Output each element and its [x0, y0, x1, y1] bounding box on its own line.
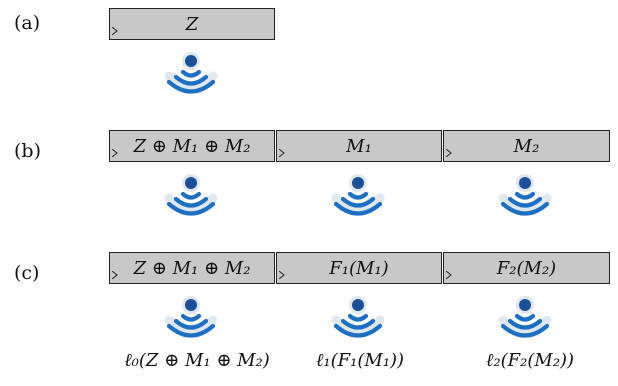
block-z-m1-m2: Z ⊕ M₁ ⊕ M₂: [109, 252, 275, 284]
block-label: M₂: [513, 135, 540, 157]
block-label: Z ⊕ M₁ ⊕ M₂: [133, 257, 251, 279]
block-f1-m1: F₁(M₁): [276, 252, 442, 284]
wireless-broadcast-icon: [163, 50, 219, 100]
block-label: F₁(M₁): [329, 257, 389, 279]
wireless-broadcast-icon: [497, 172, 553, 222]
wireless-broadcast-icon: [330, 294, 386, 344]
marker-icon: [446, 271, 452, 279]
marker-icon: [279, 149, 285, 157]
block-m1: M₁: [276, 130, 442, 162]
row-label-c: (c): [14, 262, 40, 284]
block-f2-m2: F₂(M₂): [443, 252, 610, 284]
marker-icon: [112, 27, 118, 35]
marker-icon: [112, 271, 118, 279]
row-label-a: (a): [14, 12, 41, 34]
caption-l0: ℓ₀(Z ⊕ M₁ ⊕ M₂): [124, 350, 270, 371]
block-m2: M₂: [443, 130, 610, 162]
block-z: Z: [109, 8, 275, 40]
marker-icon: [112, 149, 118, 157]
wireless-broadcast-icon: [330, 172, 386, 222]
wireless-broadcast-icon: [163, 294, 219, 344]
wireless-broadcast-icon: [163, 172, 219, 222]
block-z-m1-m2: Z ⊕ M₁ ⊕ M₂: [109, 130, 275, 162]
caption-l2: ℓ₂(F₂(M₂)): [485, 350, 575, 371]
caption-l1: ℓ₁(F₁(M₁)): [315, 350, 405, 371]
row-label-b: (b): [14, 140, 41, 162]
marker-icon: [446, 149, 452, 157]
block-label: Z: [185, 13, 199, 35]
block-label: M₁: [346, 135, 372, 157]
block-label: F₂(M₂): [496, 257, 557, 279]
block-label: Z ⊕ M₁ ⊕ M₂: [133, 135, 251, 157]
marker-icon: [279, 271, 285, 279]
wireless-broadcast-icon: [497, 294, 553, 344]
